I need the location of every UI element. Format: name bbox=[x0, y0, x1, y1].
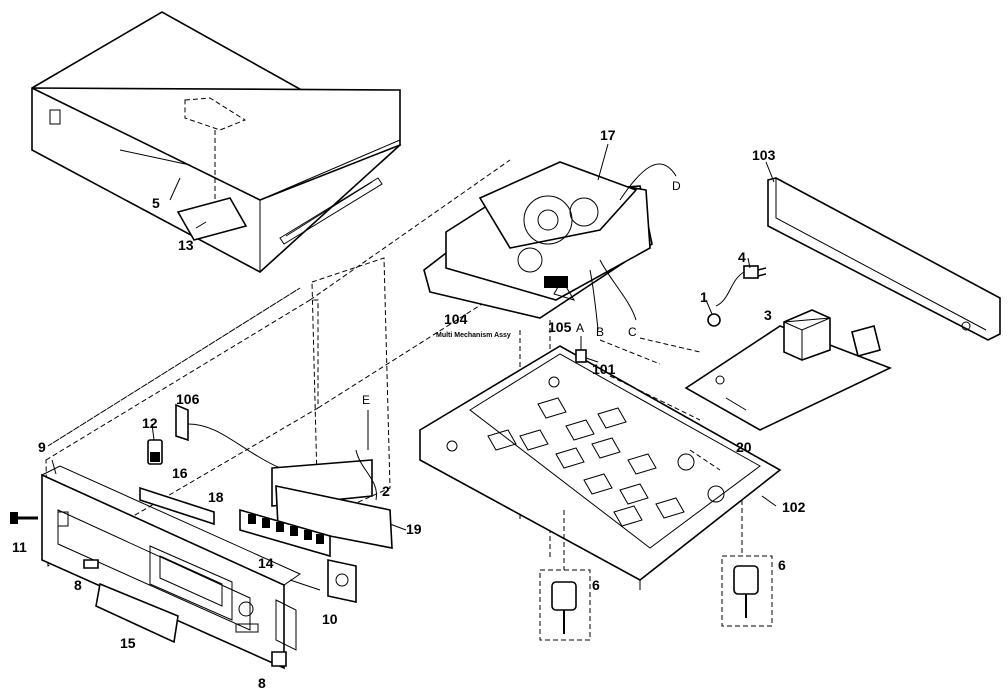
callout-18: 18 bbox=[208, 489, 224, 505]
callout-16: 16 bbox=[172, 465, 188, 481]
flat-cable bbox=[355, 449, 377, 501]
callout-1: 1 bbox=[700, 289, 708, 305]
display-holder bbox=[139, 486, 215, 526]
power-transformer bbox=[783, 309, 831, 361]
callout-10: 10 bbox=[322, 611, 338, 627]
callout-17: 17 bbox=[600, 127, 616, 143]
foot-bottom bbox=[271, 651, 287, 667]
key-switch-array bbox=[239, 508, 331, 558]
callout-8-bottom: 8 bbox=[258, 675, 266, 691]
front-panel bbox=[40, 465, 302, 670]
callout-3: 3 bbox=[764, 307, 772, 323]
foot-assy-right bbox=[721, 555, 773, 627]
callout-104: 104 bbox=[444, 311, 468, 327]
multi-mechanism-assy bbox=[423, 161, 677, 560]
connector-d: D bbox=[672, 179, 681, 193]
callout-11: 11 bbox=[12, 539, 27, 555]
callout-5: 5 bbox=[152, 195, 160, 211]
callout-103: 103 bbox=[752, 147, 776, 163]
insulation-sheet bbox=[176, 197, 248, 241]
connector-b: B bbox=[596, 325, 605, 339]
front-pcb bbox=[275, 485, 393, 549]
power-switch bbox=[147, 439, 163, 465]
rear-terminal bbox=[851, 325, 881, 357]
callout-101: 101 bbox=[592, 361, 616, 377]
headphone-jack bbox=[327, 559, 357, 603]
callout-6-left: 6 bbox=[592, 577, 600, 593]
callout-12: 12 bbox=[142, 415, 158, 431]
callout-8-left: 8 bbox=[74, 577, 82, 593]
main-pcb bbox=[684, 325, 893, 431]
callout-6-right: 6 bbox=[778, 557, 786, 573]
callout-102: 102 bbox=[782, 499, 806, 515]
callout-20: 20 bbox=[736, 439, 752, 455]
callout-4: 4 bbox=[738, 249, 746, 265]
connector-pin bbox=[575, 336, 587, 363]
callout-13: 13 bbox=[178, 237, 194, 253]
switch-cable bbox=[187, 423, 281, 469]
callout-2: 2 bbox=[382, 483, 390, 499]
switch-bracket bbox=[175, 403, 189, 442]
top-cover bbox=[31, 11, 402, 273]
connector-e: E bbox=[362, 393, 371, 407]
callout-9: 9 bbox=[38, 439, 46, 455]
callout-19: 19 bbox=[406, 521, 422, 537]
callout-15: 15 bbox=[120, 635, 136, 651]
foot-assy-left bbox=[539, 569, 591, 641]
cord-clamp bbox=[707, 313, 721, 327]
callout-14: 14 bbox=[258, 555, 274, 571]
mechanism-caption: Multi Mechanism Assy bbox=[436, 332, 511, 339]
callout-105: 105 bbox=[548, 319, 572, 335]
foot-left bbox=[83, 559, 99, 569]
display-filter bbox=[95, 582, 179, 644]
callout-106: 106 bbox=[176, 391, 200, 407]
power-cord bbox=[715, 265, 767, 307]
screw bbox=[10, 512, 38, 524]
rear-panel bbox=[767, 177, 1001, 341]
bottom-chassis bbox=[419, 345, 782, 590]
connector-a: A bbox=[576, 321, 585, 335]
connector-c: C bbox=[628, 325, 637, 339]
